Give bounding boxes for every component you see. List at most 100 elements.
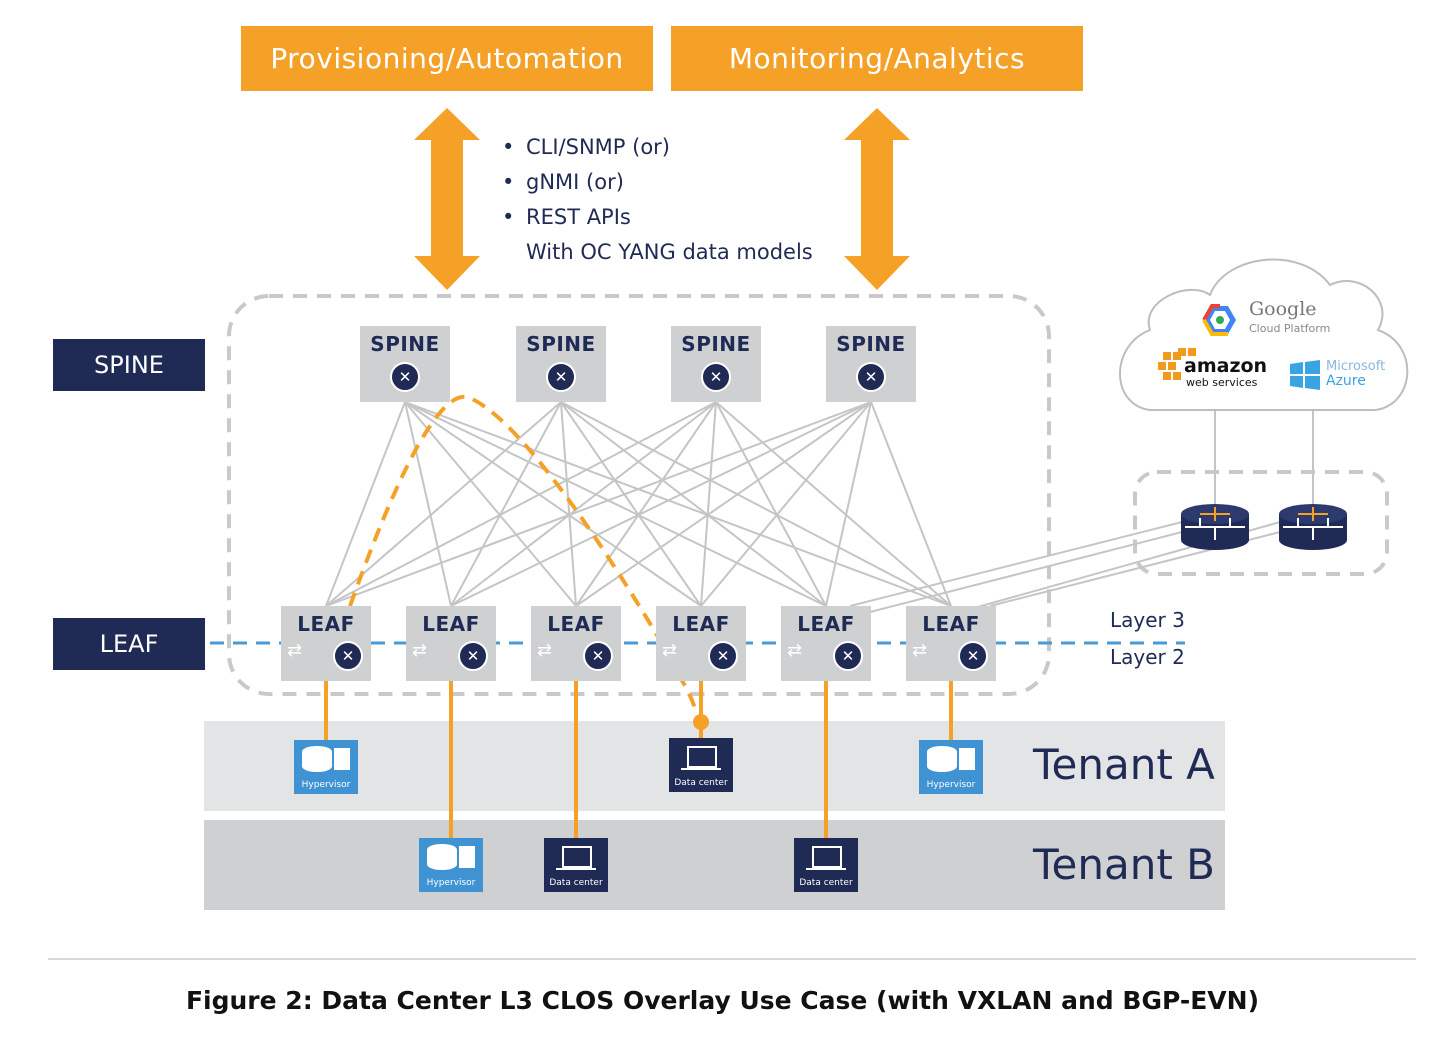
switch-x-icon: ✕ <box>708 641 738 671</box>
tenant-a-label: Tenant A <box>1033 740 1215 789</box>
firewall-icon <box>1279 504 1347 550</box>
bidirectional-arrows-icon: ⇄ <box>412 640 428 661</box>
layer3-label: Layer 3 <box>1110 608 1185 632</box>
arrow-provisioning <box>414 108 480 290</box>
device-caption: Data center <box>799 878 853 888</box>
switch-x-icon: ✕ <box>701 362 731 392</box>
layer2-label: Layer 2 <box>1110 645 1185 669</box>
laptop-base <box>556 868 596 870</box>
cloud-shape <box>1119 258 1409 411</box>
leaf-label: LEAF <box>797 612 855 636</box>
firewall-container <box>1133 470 1389 576</box>
leaf-switch: LEAF ⇄ ✕ <box>406 606 496 681</box>
tenant-b-label: Tenant B <box>1033 840 1215 889</box>
hypervisor-device: Hypervisor <box>419 838 483 892</box>
protocol-note: With OC YANG data models <box>526 240 813 264</box>
datacenter-device: Data center <box>794 838 858 892</box>
spine-switch: SPINE ✕ <box>360 326 450 402</box>
arrow-monitoring <box>844 108 910 290</box>
google-cloud-logo <box>1202 304 1236 336</box>
provisioning-automation-box: Provisioning/Automation <box>241 26 653 91</box>
device-caption: Data center <box>549 878 603 888</box>
device-caption: Hypervisor <box>926 780 976 790</box>
switch-x-icon: ✕ <box>833 641 863 671</box>
datacenter-device: Data center <box>544 838 608 892</box>
figure-caption: Figure 2: Data Center L3 CLOS Overlay Us… <box>185 986 1260 1015</box>
leaf-switch: LEAF ⇄ ✕ <box>906 606 996 681</box>
switch-x-icon: ✕ <box>458 641 488 671</box>
azure-logo <box>1290 360 1320 390</box>
google-sub-label: Cloud Platform <box>1249 322 1331 335</box>
bidirectional-arrows-icon: ⇄ <box>662 640 678 661</box>
device-caption: Hypervisor <box>426 878 476 888</box>
spine-label: SPINE <box>370 332 440 356</box>
leaf-switch: LEAF ⇄ ✕ <box>656 606 746 681</box>
switch-x-icon: ✕ <box>546 362 576 392</box>
hypervisor-device: Hypervisor <box>294 740 358 794</box>
amazon-sub-label: web services <box>1186 376 1258 389</box>
leaf-label: LEAF <box>922 612 980 636</box>
laptop-base <box>806 868 846 870</box>
bidirectional-arrows-icon: ⇄ <box>287 640 303 661</box>
bidirectional-arrows-icon: ⇄ <box>537 640 553 661</box>
spine-tier-label: SPINE <box>53 339 205 391</box>
protocol-item: CLI/SNMP (or) <box>526 135 670 159</box>
switch-x-icon: ✕ <box>583 641 613 671</box>
laptop-icon <box>812 846 842 868</box>
document-icon <box>959 748 975 770</box>
leaf-switch: LEAF ⇄ ✕ <box>531 606 621 681</box>
spine-switch: SPINE ✕ <box>671 326 761 402</box>
azure-label: Azure <box>1326 373 1366 389</box>
server-icon <box>927 746 957 772</box>
leaf-switch: LEAF ⇄ ✕ <box>781 606 871 681</box>
cloud-links <box>1214 408 1314 505</box>
spine-switch: SPINE ✕ <box>826 326 916 402</box>
laptop-icon <box>687 746 717 768</box>
document-icon <box>459 846 475 868</box>
list-item: •gNMI (or) <box>502 165 813 200</box>
leaf-label: LEAF <box>547 612 605 636</box>
access-links <box>324 681 953 838</box>
endpoint-dot <box>693 714 709 730</box>
server-icon <box>427 844 457 870</box>
amazon-label: amazon <box>1184 355 1268 377</box>
protocol-item: REST APIs <box>526 205 631 229</box>
leaf-switch: LEAF ⇄ ✕ <box>281 606 371 681</box>
switch-x-icon: ✕ <box>390 362 420 392</box>
device-caption: Data center <box>674 778 728 788</box>
datacenter-device: Data center <box>669 738 733 792</box>
spine-label: SPINE <box>836 332 906 356</box>
spine-label: SPINE <box>526 332 596 356</box>
monitoring-analytics-box: Monitoring/Analytics <box>671 26 1083 91</box>
firewall-icon <box>1181 504 1249 550</box>
protocol-item: gNMI (or) <box>526 170 624 194</box>
list-item: •REST APIs <box>502 200 813 235</box>
laptop-base <box>681 768 721 770</box>
list-item: •CLI/SNMP (or) <box>502 130 813 165</box>
protocol-list: •CLI/SNMP (or) •gNMI (or) •REST APIs Wit… <box>502 130 813 270</box>
overlay-path <box>348 394 698 713</box>
bidirectional-arrows-icon: ⇄ <box>787 640 803 661</box>
bidirectional-arrows-icon: ⇄ <box>912 640 928 661</box>
leaf-label: LEAF <box>422 612 480 636</box>
laptop-icon <box>562 846 592 868</box>
caption-divider <box>48 958 1416 960</box>
microsoft-label: Microsoft <box>1326 359 1386 374</box>
tenant-b-band <box>204 820 1225 910</box>
device-caption: Hypervisor <box>301 780 351 790</box>
leaf-label: LEAF <box>297 612 355 636</box>
switch-x-icon: ✕ <box>958 641 988 671</box>
leaf-label: LEAF <box>672 612 730 636</box>
spine-switch: SPINE ✕ <box>516 326 606 402</box>
fabric-container <box>227 294 1051 696</box>
spine-label: SPINE <box>681 332 751 356</box>
leaf-tier-label: LEAF <box>53 618 205 670</box>
hypervisor-device: Hypervisor <box>919 740 983 794</box>
spine-leaf-links <box>325 401 952 607</box>
switch-x-icon: ✕ <box>333 641 363 671</box>
google-label: Google <box>1249 298 1317 320</box>
document-icon <box>334 748 350 770</box>
switch-x-icon: ✕ <box>856 362 886 392</box>
server-icon <box>302 746 332 772</box>
list-item: With OC YANG data models <box>502 235 813 270</box>
